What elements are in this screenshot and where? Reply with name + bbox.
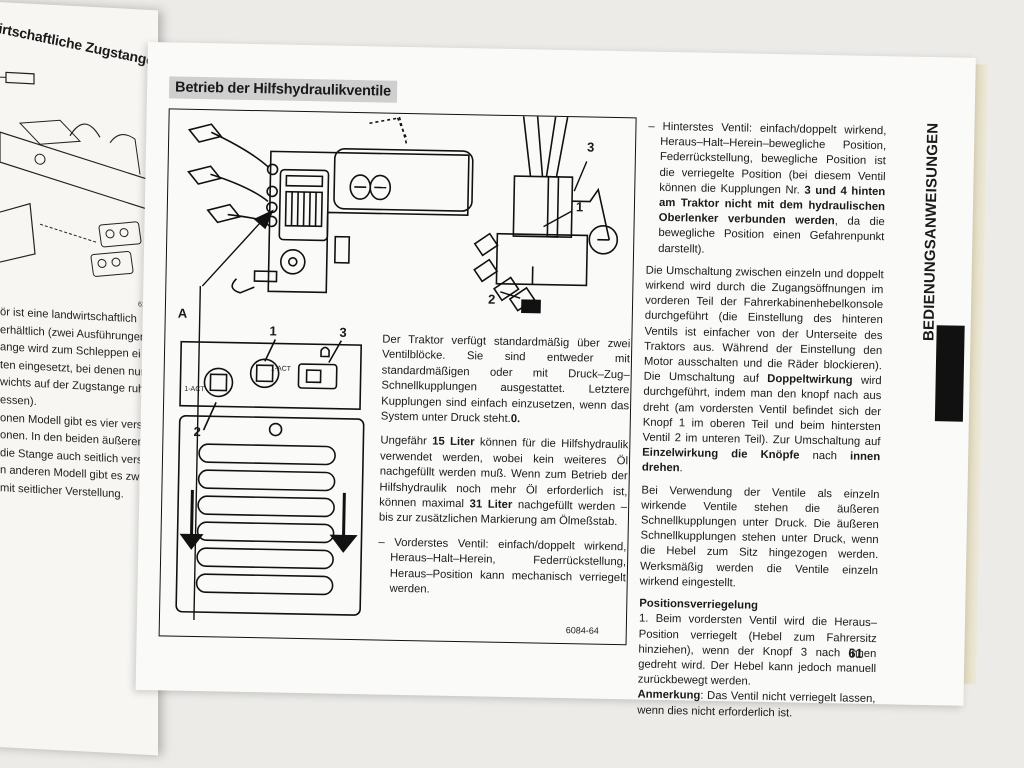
oil-reservoir [175,414,365,616]
figure-label-3: 3 [586,139,595,155]
figure-label-a: A [177,305,188,321]
arrow-a-head [253,209,274,230]
figure-code: 6084-64 [565,625,599,636]
list-item: – Hinterstes Ventil: einfach/doppelt wir… [648,120,887,256]
text-column-middle: Der Traktor verfügt standardmäßig über z… [377,333,630,611]
side-tab: BEDIENUNGSANWEISUNGEN [920,122,942,342]
paragraph: Bei Verwendung der Ventile als einzeln w… [639,484,880,590]
paragraph: Die Umschaltung zwischen einzeln und dop… [641,264,884,475]
note: Anmerkung: Das Ventil nicht verriegelt l… [637,688,876,720]
inset-label-3: 3 [339,324,347,340]
inset-act-left: 1-ACT [184,385,205,394]
pointer-1-top [543,210,573,228]
section-title: Betrieb der Hilfshydraulikventile [168,76,398,103]
text-column-right: – Hinterstes Ventil: einfach/doppelt wir… [637,120,887,730]
paragraph: Der Traktor verfügt standardmäßig über z… [380,333,631,426]
inset-label-1: 1 [269,323,277,339]
valve-knob-inset [333,116,474,212]
page-number: 61 [848,645,864,661]
arrow-down-left [179,533,204,550]
pointer-2-top [500,291,521,299]
valve-block [473,116,619,314]
pointer-a [193,220,263,621]
hydraulic-valve-figure: A 3 1 2 1 3 2 1-ACT 1-ACT 6084-64 [158,108,637,646]
left-page-content: irtschaftliche Zugstange 6181-8 ör ist e… [0,2,158,710]
arrow-down-right [329,534,358,553]
list-item: – Vorderstes Ventil: einfach/doppelt wir… [378,536,627,596]
paragraph: 1. Beim vordersten Ventil wird die Herau… [637,612,878,688]
left-page: irtschaftliche Zugstange 6181-8 ör ist e… [0,0,158,756]
figure-label-2: 2 [487,291,496,307]
left-page-heading: irtschaftliche Zugstange [0,20,156,69]
inset-label-2: 2 [193,423,201,440]
figure-drawing [175,116,619,621]
figure-label-1: 1 [575,199,584,215]
left-page-drawing [0,71,151,277]
right-page: Betrieb der Hilfshydraulikventile [135,42,976,719]
pointer-3-top [573,161,588,192]
inset-act-right: 1-ACT [270,365,292,373]
control-levers [187,123,279,228]
thumb-index-mark [934,325,965,422]
console-panel [231,150,470,294]
left-page-text: ör ist eine landwirtschaftlich erhältlic… [0,304,158,506]
paragraph: Ungefähr 15 Liter können für die Hilfshy… [378,434,629,529]
